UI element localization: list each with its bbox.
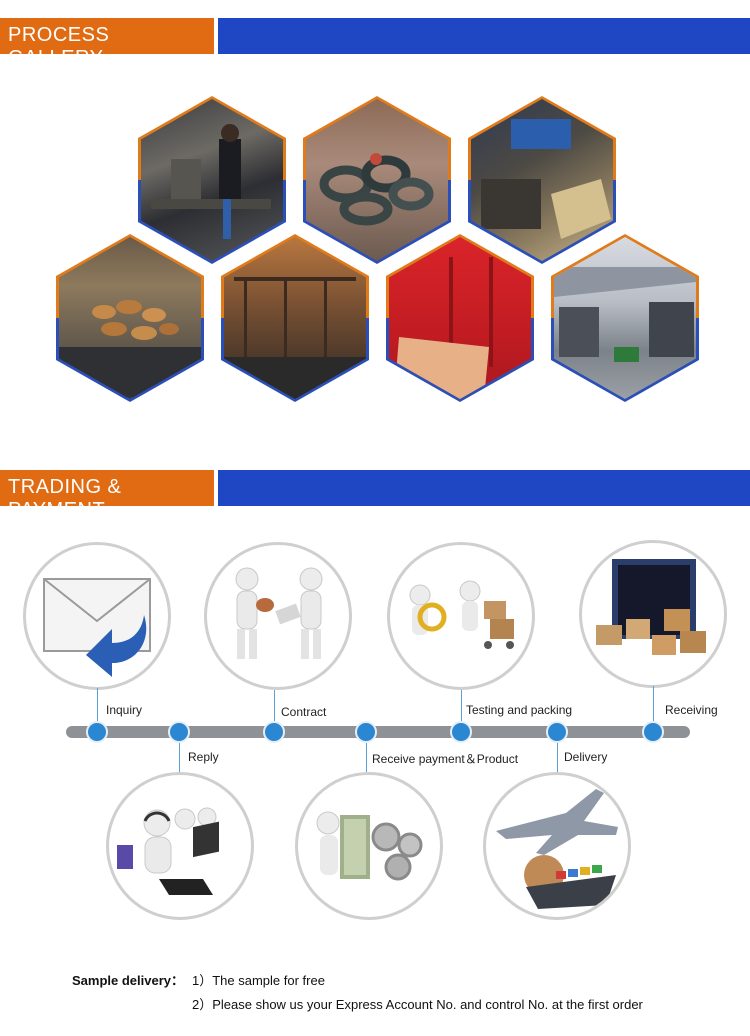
label-testing: Testing and packing (466, 703, 573, 717)
plane-ship-globe-icon (496, 789, 618, 909)
handshake-figures-icon (235, 567, 323, 659)
connector-reply (179, 736, 180, 772)
gallery-hex-5 (221, 234, 369, 402)
connector-payment (366, 736, 367, 772)
call-center-icon (117, 807, 219, 895)
money-gears-icon (316, 811, 423, 881)
receiving-circle (579, 540, 727, 688)
connector-inquiry (97, 688, 98, 728)
process-timeline (66, 726, 690, 738)
header-band (218, 470, 750, 506)
red-machine-photo (389, 237, 531, 399)
process-gallery-title: PROCESS GALLERY (0, 18, 214, 69)
gallery-hex-6 (386, 234, 534, 402)
factory-floor-photo (554, 237, 696, 399)
trading-payment-title: TRADING & PAYMENT (0, 470, 214, 521)
gallery-hex-3 (468, 96, 616, 264)
connector-contract (274, 690, 275, 728)
testing-packing-circle (387, 542, 535, 690)
contract-circle (204, 542, 352, 690)
delivery-circle (483, 772, 631, 920)
magnifier-boxes-icon (409, 580, 514, 649)
label-reply: Reply (188, 750, 219, 764)
timeline-dot-inquiry (86, 721, 108, 743)
timeline-dot-contract (263, 721, 285, 743)
sample-note-2: 2）Please show us your Express Account No… (192, 997, 643, 1012)
furnace-line-photo (224, 237, 366, 399)
gallery-hex-1 (138, 96, 286, 264)
timeline-dot-testing (450, 721, 472, 743)
connector-receiving (653, 686, 654, 728)
label-inquiry: Inquiry (106, 703, 143, 717)
envelope-reply-icon (43, 578, 151, 677)
label-payment: Receive payment＆Product (372, 752, 519, 766)
timeline-dot-delivery (546, 721, 568, 743)
label-delivery: Delivery (564, 750, 608, 764)
timeline-dot-receiving (642, 721, 664, 743)
sample-note-1: 1）The sample for free (192, 973, 325, 988)
gallery-hex-2 (303, 96, 451, 264)
conveyor-parts-photo (59, 237, 201, 399)
inquiry-circle (23, 542, 171, 690)
gallery-hex-7 (551, 234, 699, 402)
sample-delivery-label: Sample delivery： (72, 973, 184, 988)
payment-circle (295, 772, 443, 920)
container-boxes-icon (596, 559, 706, 655)
timeline-dot-payment (355, 721, 377, 743)
trading-payment-header: TRADING & PAYMENT (0, 470, 750, 521)
timeline-dot-reply (168, 721, 190, 743)
connector-testing (461, 690, 462, 728)
cutting-operation-photo (471, 99, 613, 261)
label-contract: Contract (281, 705, 327, 719)
process-gallery-header: PROCESS GALLERY (0, 18, 750, 69)
reply-circle (106, 772, 254, 920)
connector-delivery (557, 736, 558, 772)
header-band (218, 18, 750, 54)
label-receiving: Receiving (665, 703, 718, 717)
gallery-hex-4 (56, 234, 204, 402)
